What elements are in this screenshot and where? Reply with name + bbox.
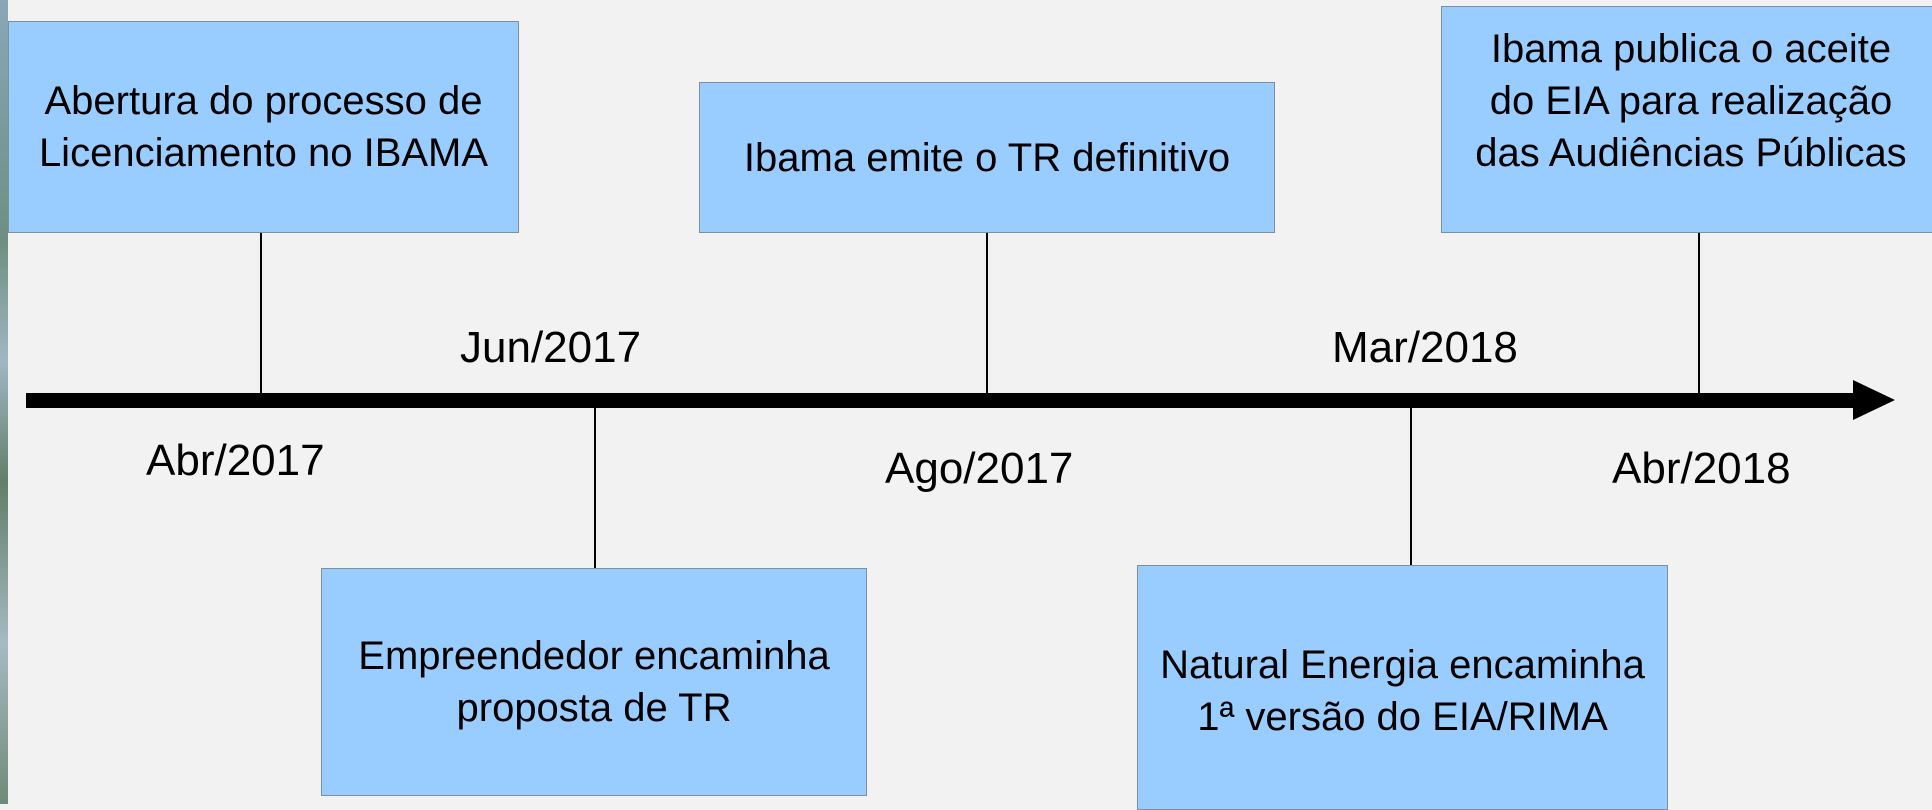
event-connector-proposta-tr xyxy=(594,408,596,568)
event-date-jun-2017: Jun/2017 xyxy=(460,323,642,372)
event-connector-eia-rima xyxy=(1410,408,1412,565)
event-box-eia-rima: Natural Energia encaminha 1ª versão do E… xyxy=(1137,565,1668,810)
event-date-abr-2018: Abr/2018 xyxy=(1612,444,1791,493)
timeline-axis xyxy=(26,393,1861,408)
event-box-abertura-processo: Abertura do processo de Licenciamento no… xyxy=(8,21,519,233)
event-connector-abertura-processo xyxy=(260,233,262,393)
timeline-arrowhead xyxy=(1853,380,1895,420)
event-connector-tr-definitivo xyxy=(986,233,988,393)
event-date-mar-2018: Mar/2018 xyxy=(1332,323,1518,372)
event-box-aceite-eia: Ibama publica o aceite do EIA para reali… xyxy=(1441,6,1932,233)
background-photo-strip xyxy=(0,0,8,804)
event-date-abr-2017: Abr/2017 xyxy=(146,436,325,485)
event-box-proposta-tr: Empreendedor encaminha proposta de TR xyxy=(321,568,867,796)
event-connector-aceite-eia xyxy=(1698,233,1700,393)
event-box-tr-definitivo: Ibama emite o TR definitivo xyxy=(699,82,1275,233)
event-date-ago-2017: Ago/2017 xyxy=(885,444,1074,493)
